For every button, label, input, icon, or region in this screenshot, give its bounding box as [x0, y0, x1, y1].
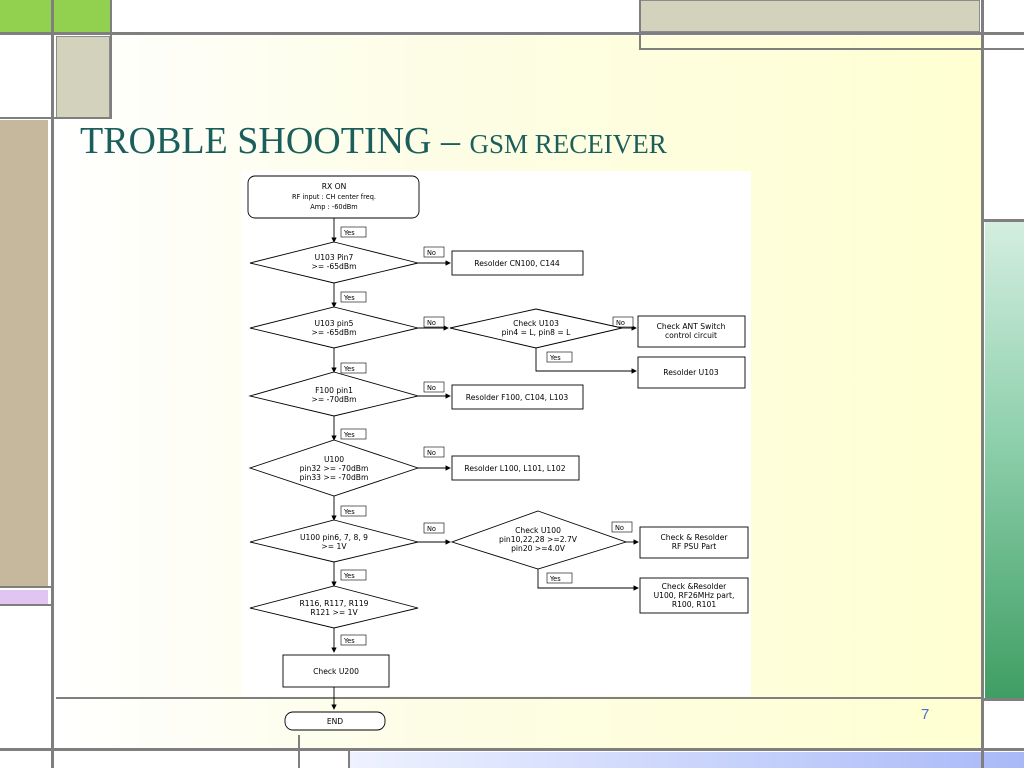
decor-line — [348, 750, 350, 768]
action-check-u100-rf26mhz — [639, 577, 749, 614]
action-check-rf-psu — [639, 526, 749, 559]
decor-tan-block — [0, 120, 48, 586]
decision-u100-pins — [249, 519, 419, 563]
action-text: control circuit — [665, 331, 717, 340]
yes-label: Yes — [343, 637, 355, 645]
end-node — [284, 711, 386, 731]
decision-text: >= -70dBm — [312, 395, 357, 404]
yes-label: Yes — [343, 294, 355, 302]
decision-text: U103 pin5 — [314, 319, 353, 328]
action-text: Resolder U103 — [663, 368, 719, 377]
decision-text: R116, R117, R119 — [300, 599, 369, 608]
decision-check-u103 — [449, 308, 623, 349]
decision-text: >= -65dBm — [312, 262, 357, 271]
decision-text: U103 Pin7 — [315, 253, 354, 262]
decor-mint-block — [985, 222, 1024, 698]
decor-line — [640, 48, 1024, 50]
decor-line — [51, 0, 54, 768]
decision-u103-pin7 — [249, 241, 419, 284]
action-text: U100, RF26MHz part, — [654, 591, 735, 600]
action-check-ant-switch — [637, 315, 746, 348]
decision-text: F100 pin1 — [315, 386, 353, 395]
decision-text: pin20 >=4.0V — [511, 544, 566, 553]
decision-check-u100 — [450, 510, 628, 570]
decor-green-block — [0, 0, 110, 32]
start-line2: Amp : -60dBm — [310, 203, 357, 211]
page-number: 7 — [921, 706, 930, 723]
decision-text: R121 >= 1V — [310, 608, 358, 617]
start-title: RX ON — [322, 182, 347, 191]
decor-line — [0, 32, 1024, 35]
title-subtitle: GSM RECEIVER — [469, 129, 667, 159]
no-label: No — [427, 525, 436, 533]
decision-text: U100 — [324, 455, 344, 464]
yes-label: Yes — [549, 575, 561, 583]
decor-khaki-block — [56, 36, 110, 118]
action-text: RF PSU Part — [672, 542, 716, 551]
no-label: No — [427, 449, 436, 457]
action-text: Check ANT Switch — [657, 322, 726, 331]
decor-line — [984, 219, 1024, 222]
decision-text: pin4 = L, pin8 = L — [502, 328, 572, 337]
decision-text: >= 1V — [321, 542, 347, 551]
decision-text: >= -65dBm — [312, 328, 357, 337]
decision-text: pin10,22,28 >=2.7V — [499, 535, 578, 544]
action-resolder-f100 — [451, 384, 584, 410]
decor-line — [0, 748, 1024, 751]
yes-label: Yes — [343, 572, 355, 580]
no-label: No — [427, 249, 436, 257]
action-text: Resolder L100, L101, L102 — [464, 464, 565, 473]
decor-line — [56, 697, 982, 699]
yes-label: Yes — [343, 365, 355, 373]
action-resolder-cn100 — [451, 250, 584, 276]
slide-title: TROBLE SHOOTING – GSM RECEIVER — [80, 118, 667, 167]
action-check-u200 — [282, 654, 390, 688]
action-resolder-u103 — [637, 356, 746, 389]
decision-resistors — [249, 585, 419, 629]
action-text: Check & Resolder — [660, 533, 728, 542]
end-text: END — [327, 717, 343, 726]
decor-blue-block — [350, 752, 1024, 768]
yes-label: Yes — [343, 229, 355, 237]
title-main: TROBLE SHOOTING – — [80, 120, 470, 162]
no-label: No — [427, 319, 436, 327]
decision-u103-pin5 — [249, 306, 419, 349]
decor-line — [981, 0, 984, 768]
no-label: No — [615, 524, 624, 532]
decision-text: pin33 >= -70dBm — [300, 473, 369, 482]
decor-line — [0, 604, 52, 606]
action-text: Check &Resolder — [662, 582, 728, 591]
action-resolder-l100 — [451, 455, 580, 481]
start-line1: RF input : CH center freq. — [292, 193, 376, 201]
action-text: R100, R101 — [672, 600, 717, 609]
decor-line — [0, 586, 52, 588]
start-node — [247, 175, 420, 219]
no-label: No — [427, 384, 436, 392]
yes-label: Yes — [549, 354, 561, 362]
yes-label: Yes — [343, 431, 355, 439]
decor-lavender-block — [0, 590, 48, 605]
decor-line — [0, 117, 52, 119]
decor-line — [110, 0, 112, 118]
decor-line — [54, 117, 112, 119]
decision-text: U100 pin6, 7, 8, 9 — [300, 533, 368, 542]
decision-u100-rf — [248, 439, 420, 497]
decor-line — [639, 0, 641, 50]
decision-f100-pin1 — [248, 371, 420, 417]
decor-top-khaki-block — [640, 0, 980, 32]
flowchart: RX ON RF input : CH center freq. Amp : -… — [247, 175, 749, 731]
action-text: Resolder CN100, C144 — [474, 259, 560, 268]
branch-labels: Yes No Yes No No Yes Yes No Yes No Yes N… — [340, 226, 634, 646]
action-text: Check U200 — [313, 667, 359, 676]
decision-text: pin32 >= -70dBm — [300, 464, 369, 473]
decor-line — [984, 698, 1024, 701]
decor-line — [298, 735, 300, 768]
decision-text: Check U100 — [515, 526, 561, 535]
yes-label: Yes — [343, 508, 355, 516]
main-connectors — [331, 218, 639, 710]
action-text: Resolder F100, C104, L103 — [466, 393, 569, 402]
decision-text: Check U103 — [513, 319, 559, 328]
no-label: No — [616, 319, 625, 327]
